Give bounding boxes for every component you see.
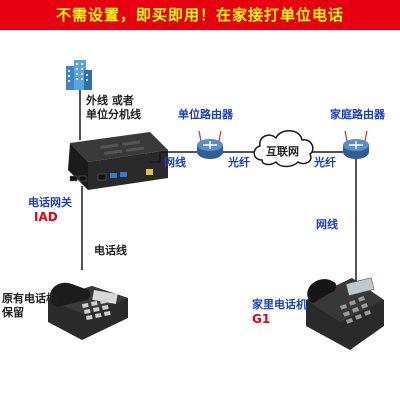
fiber-right-label: 光纤 bbox=[314, 156, 336, 169]
banner: 不需设置，即买即用！在家接打单位电话 bbox=[0, 0, 400, 30]
outside-line-label-1: 外线 或者 bbox=[86, 94, 134, 107]
home-phone-label: 家里电话机 bbox=[252, 298, 307, 311]
desk-phone-icon bbox=[48, 282, 128, 340]
lan-right-label: 网线 bbox=[316, 218, 338, 231]
old-phone-label-2: 保留 bbox=[2, 306, 24, 319]
iad-gateway-icon bbox=[68, 132, 168, 190]
lan-left-label: 网线 bbox=[164, 156, 186, 169]
lan-cable-left bbox=[150, 151, 197, 163]
outside-line-label-2: 单位分机线 bbox=[86, 108, 141, 121]
internet-label: 互联网 bbox=[266, 145, 299, 158]
home-phone-model-label: G1 bbox=[252, 312, 271, 326]
gateway-model-label: IAD bbox=[34, 210, 58, 224]
home-router-label: 家庭路由器 bbox=[330, 108, 385, 121]
gateway-label: 电话网关 bbox=[28, 196, 72, 209]
home-router-icon bbox=[343, 130, 369, 159]
ip-phone-icon bbox=[306, 277, 384, 350]
cloud-icon bbox=[253, 130, 314, 168]
office-router-icon bbox=[197, 130, 223, 159]
fiber-left-label: 光纤 bbox=[228, 156, 250, 169]
building-icon bbox=[66, 60, 92, 90]
phone-line-label: 电话线 bbox=[94, 244, 127, 257]
office-router-label: 单位路由器 bbox=[178, 108, 233, 121]
old-phone-label-1: 原有电话机 bbox=[2, 292, 57, 305]
